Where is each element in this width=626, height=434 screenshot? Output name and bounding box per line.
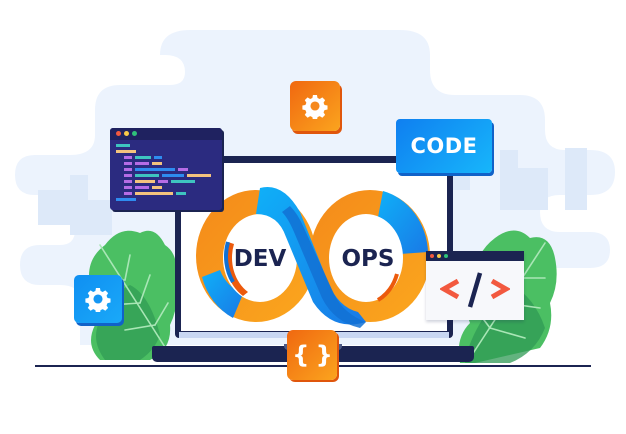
code-tag-window [426,251,524,320]
code-editor-window [110,128,222,210]
window-minimize-dot [437,254,441,258]
window-maximize-dot [132,131,137,136]
braces-badge: { } [287,330,337,380]
devops-infinity-logo: DEV OPS [196,187,430,328]
leaves-left [86,230,177,360]
devops-dev-text: DEV [234,246,287,272]
gear-badge-top [290,81,340,131]
braces-icon: { } [292,341,333,369]
gear-icon [85,287,111,312]
devops-ops-text: OPS [342,246,395,272]
gear-icon [302,94,328,119]
window-minimize-dot [124,131,129,136]
code-badge: CODE [396,119,492,173]
code-tag-window-titlebar [426,251,524,261]
window-close-dot [116,131,121,136]
code-badge-label: CODE [410,134,478,158]
code-editor-titlebar [110,128,222,140]
code-lines [116,144,211,201]
window-maximize-dot [444,254,448,258]
window-close-dot [430,254,434,258]
code-tag-icon [440,272,510,308]
gear-badge-left [74,275,122,323]
